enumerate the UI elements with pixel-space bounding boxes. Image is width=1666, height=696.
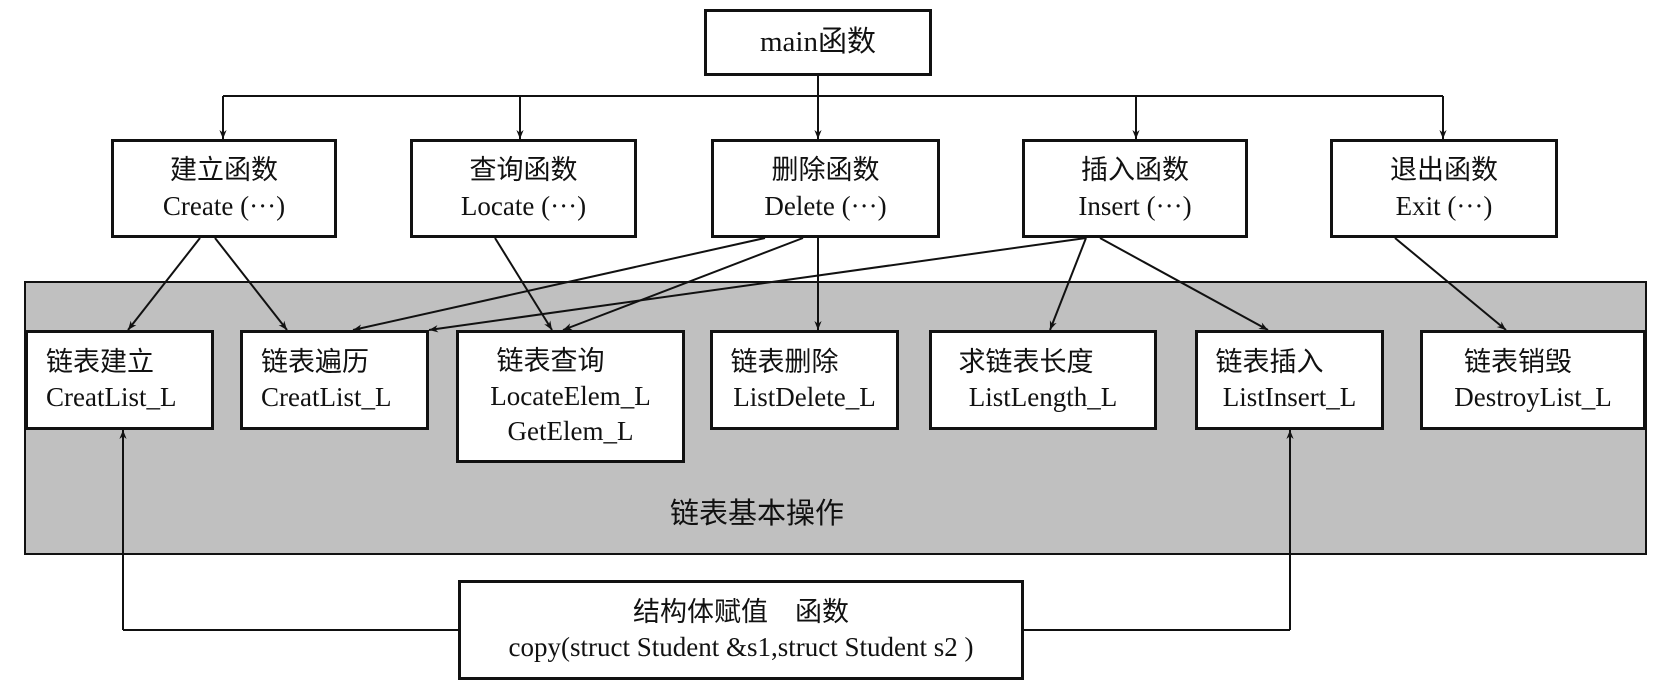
edge-create-to-creat (127, 237, 201, 331)
copy-function-box[interactable]: 结构体赋值 函数 copy(struct Student &s1,struct … (458, 580, 1024, 680)
basic-ops-region-label: 链表基本操作 (670, 498, 845, 530)
exit-function-zh: 退出函数 (1390, 155, 1498, 186)
op-box-travel[interactable]: 链表遍历 CreatList_L (240, 330, 429, 430)
copy-function-zh: 结构体赋值 函数 (633, 596, 849, 627)
edge-insert-to-ins (1099, 237, 1269, 331)
op-ins-zh: 链表插入 (1215, 346, 1324, 377)
op-creat-zh: 链表建立 (46, 346, 154, 377)
op-length-zh: 求链表长度 (958, 346, 1094, 377)
op-del-zh: 链表删除 (730, 346, 839, 377)
edge-insert-to-length (1049, 237, 1087, 331)
op-destroy-zh: 链表销毁 (1464, 346, 1572, 377)
op-box-destroy[interactable]: 链表销毁 DestroyList_L (1420, 330, 1646, 430)
create-function-box[interactable]: 建立函数 Create (···) (111, 139, 337, 238)
op-query-en-1: LocateElem_L (490, 380, 651, 411)
insert-function-zh: 插入函数 (1081, 155, 1189, 186)
copy-function-en: copy(struct Student &s1,struct Student s… (508, 632, 974, 662)
delete-function-en: Delete (···) (764, 190, 887, 221)
create-function-zh: 建立函数 (170, 155, 278, 186)
op-box-ins[interactable]: 链表插入 ListInsert_L (1195, 330, 1384, 430)
edge-create-to-travel (214, 237, 288, 331)
op-query-en-2: GetElem_L (507, 416, 634, 447)
op-creat-en: CreatList_L (46, 382, 177, 412)
delete-function-box[interactable]: 删除函数 Delete (···) (711, 139, 940, 238)
main-function-label: main函数 (760, 25, 876, 58)
op-del-en: ListDelete_L (733, 382, 876, 412)
op-destroy-en: DestroyList_L (1454, 382, 1612, 412)
create-function-en: Create (···) (162, 190, 286, 221)
locate-function-zh: 查询函数 (469, 155, 578, 186)
edge-delete-to-query (562, 237, 804, 331)
insert-function-box[interactable]: 插入函数 Insert (···) (1022, 139, 1248, 238)
edge-delete-to-travel (352, 237, 766, 332)
op-ins-en: ListInsert_L (1222, 382, 1357, 412)
op-travel-en: CreatList_L (261, 382, 392, 412)
edges-layer (119, 76, 1507, 631)
delete-function-zh: 删除函数 (771, 155, 880, 186)
op-query-zh: 链表查询 (496, 345, 605, 376)
op-box-query[interactable]: 链表查询 LocateElem_L GetElem_L (456, 330, 685, 463)
op-box-length[interactable]: 求链表长度 ListLength_L (929, 330, 1157, 430)
op-length-en: ListLength_L (968, 382, 1118, 412)
locate-function-box[interactable]: 查询函数 Locate (···) (410, 139, 637, 238)
op-box-del[interactable]: 链表删除 ListDelete_L (710, 330, 899, 430)
locate-function-en: Locate (···) (460, 190, 587, 221)
op-box-creat[interactable]: 链表建立 CreatList_L (25, 330, 214, 430)
edge-insert-to-travel (428, 237, 1087, 333)
main-function-box[interactable]: main函数 (704, 9, 932, 76)
op-travel-zh: 链表遍历 (261, 346, 369, 377)
exit-function-box[interactable]: 退出函数 Exit (···) (1330, 139, 1558, 238)
exit-function-en: Exit (···) (1395, 190, 1493, 221)
edge-exit-to-destroy (1394, 237, 1507, 331)
insert-function-en: Insert (···) (1078, 190, 1192, 221)
